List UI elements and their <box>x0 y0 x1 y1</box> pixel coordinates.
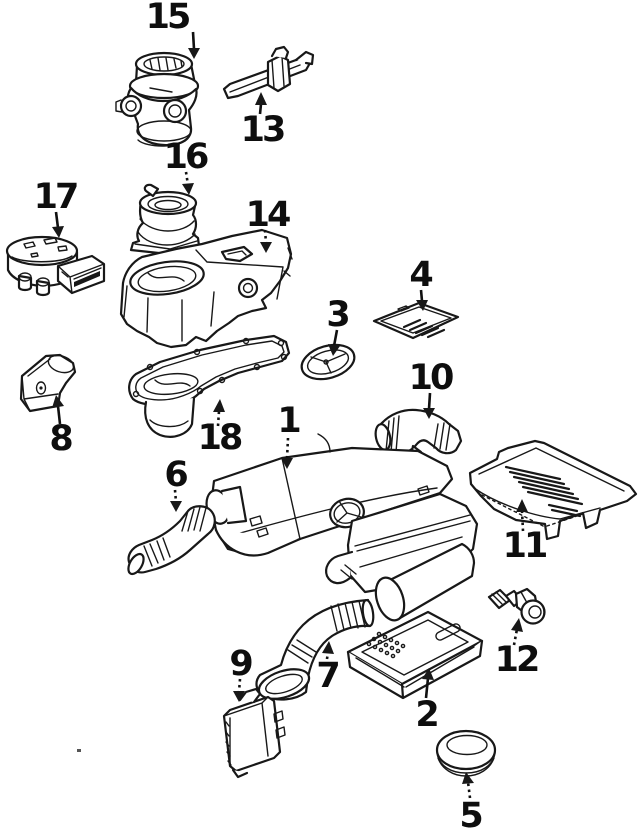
callout-7-label[interactable]: 7 <box>316 656 341 696</box>
callout-12[interactable]: 12 <box>495 618 541 680</box>
callout-18[interactable]: 18 <box>198 399 245 458</box>
callout-13[interactable]: 13 <box>241 92 287 150</box>
part-18-gasket-drawing <box>128 334 291 438</box>
callout-14-arrow <box>263 229 268 244</box>
callout-17[interactable]: 17 <box>34 177 80 238</box>
callout-8-label[interactable]: 8 <box>49 419 75 459</box>
callout-1[interactable]: 1 <box>277 401 302 469</box>
part-1-air-cleaner-drawing <box>205 433 479 622</box>
callout-9-arrow <box>237 678 242 693</box>
callout-10-arrow <box>427 392 432 410</box>
callout-4-arrow <box>419 289 424 302</box>
callout-1-arrow <box>285 437 290 460</box>
part-13-bracket-drawing <box>222 45 315 100</box>
callout-2[interactable]: 2 <box>415 668 440 735</box>
callout-14-label[interactable]: 14 <box>246 195 293 235</box>
callout-17-label[interactable]: 17 <box>34 177 80 217</box>
callout-13-arrow <box>258 103 263 115</box>
callout-15-arrow <box>191 31 196 50</box>
part-7-duct-drawing <box>255 598 375 701</box>
callout-13-label[interactable]: 13 <box>241 110 287 150</box>
callout-4-label[interactable]: 4 <box>409 255 435 295</box>
callout-4[interactable]: 4 <box>409 255 435 311</box>
filter-dot-grid <box>366 631 406 659</box>
callout-5-label[interactable]: 5 <box>459 796 484 833</box>
callout-10-label[interactable]: 10 <box>409 358 456 398</box>
callout-18-arrow <box>216 410 221 427</box>
callout-12-arrow <box>512 628 519 646</box>
callout-16-arrow <box>184 171 190 186</box>
part-5-seal-drawing <box>435 729 497 777</box>
callout-9-label[interactable]: 9 <box>229 644 255 684</box>
callout-11[interactable]: 11 <box>503 499 549 566</box>
callout-3-arrow <box>332 329 339 347</box>
part-4-plate-drawing <box>372 301 460 340</box>
part-14-housing-drawing <box>119 228 293 349</box>
callout-6[interactable]: 6 <box>164 455 190 512</box>
callout-11-label[interactable]: 11 <box>503 526 549 566</box>
callout-6-arrow <box>173 489 178 503</box>
part-6-hose-drawing <box>127 505 216 576</box>
callout-14[interactable]: 14 <box>246 195 293 253</box>
callout-12-label[interactable]: 12 <box>495 640 541 680</box>
part-16-boot-drawing <box>129 183 201 256</box>
part-8-duct-drawing <box>19 353 77 413</box>
callout-16-label[interactable]: 16 <box>164 137 211 177</box>
callout-2-arrow <box>424 677 430 699</box>
callout-3[interactable]: 3 <box>326 295 351 356</box>
callout-5[interactable]: 5 <box>459 772 484 833</box>
stray-speck <box>77 749 81 752</box>
mercedes-star-emblem <box>336 500 362 523</box>
part-3-emblem-drawing <box>300 343 356 381</box>
callout-3-label[interactable]: 3 <box>326 295 351 335</box>
callout-16[interactable]: 16 <box>164 137 211 195</box>
part-2-filter-drawing <box>346 610 484 700</box>
callout-7-arrow <box>325 651 330 660</box>
part-9-module-drawing <box>222 687 286 779</box>
callout-2-label[interactable]: 2 <box>415 695 440 735</box>
part-17-sensor-drawing <box>5 235 106 297</box>
part-11-cover-drawing <box>468 439 638 541</box>
callout-10[interactable]: 10 <box>409 358 456 419</box>
part-12-sensor-drawing <box>487 587 546 625</box>
callout-17-arrow <box>54 211 60 229</box>
callout-6-label[interactable]: 6 <box>164 455 190 495</box>
part-15-valve-drawing <box>115 51 200 147</box>
cover-grille-slats <box>504 465 584 518</box>
callout-5-arrow <box>466 781 472 799</box>
callout-15-label[interactable]: 15 <box>146 0 192 37</box>
callout-15[interactable]: 15 <box>146 0 200 59</box>
callout-8-arrow <box>56 405 62 425</box>
callout-7[interactable]: 7 <box>316 641 341 696</box>
gasket-bolt-tabs <box>132 337 288 398</box>
callout-1-label[interactable]: 1 <box>277 401 302 441</box>
callout-18-label[interactable]: 18 <box>198 418 245 458</box>
